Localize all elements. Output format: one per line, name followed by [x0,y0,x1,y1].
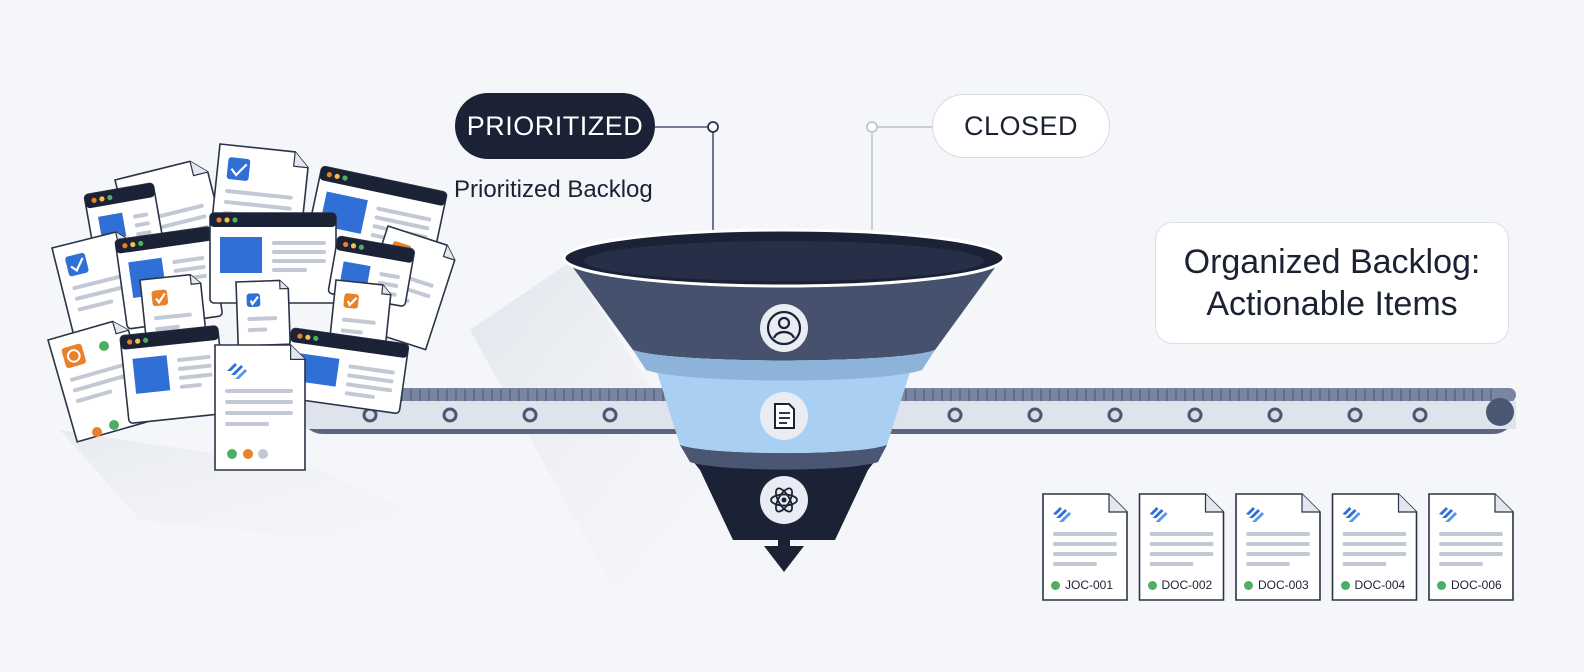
doc-id-label: JOC-001 [1051,577,1113,593]
jira-icon [1439,507,1457,522]
jira-icon [1053,507,1071,522]
status-dot [109,420,119,430]
backlog-document-card [235,279,292,347]
document-icon [760,392,808,440]
conveyor-roller [947,407,963,423]
jira-icon [1149,507,1168,522]
funnel [562,228,1006,572]
doc-id-label: DOC-002 [1147,577,1213,593]
organized-doc-card [1331,493,1418,601]
backlog-window-card [119,325,228,424]
organized-doc-card [1138,493,1225,601]
jira-icon [1246,507,1264,522]
doc-id-label: DOC-003 [1244,577,1309,593]
result-title-line1: Organized Backlog: [1183,243,1481,281]
output-arrow [764,546,804,572]
prioritized-stage-pill: PRIORITIZED [455,93,655,159]
status-dot [258,449,268,459]
pile-shadow [60,430,520,560]
conveyor-roller [1267,407,1283,423]
doc-id-text: JOC-001 [1065,578,1114,592]
organized-docs [1042,493,1514,601]
closed-connector [866,121,932,230]
status-dot [227,449,237,459]
organized-doc-card [1042,493,1128,601]
result-title-line2: Actionable Items [1206,285,1458,323]
organized-doc-card [1235,493,1321,601]
doc-id-label: DOC-004 [1340,577,1406,593]
conveyor-roller [1187,407,1203,423]
status-dot [1340,580,1350,590]
jira-icon [1342,507,1361,522]
doc-id-text: DOC-006 [1451,578,1502,592]
conveyor-roller [522,407,538,423]
status-dot [99,341,109,351]
prioritized-caption: Prioritized Backlog [454,176,653,203]
result-title-box: Organized Backlog: Actionable Items [1155,222,1509,344]
conveyor-roller [1027,407,1043,423]
status-dot [1244,580,1253,590]
conveyor-roller [1347,407,1363,423]
unsorted-backlog-pile [47,143,456,471]
conveyor-roller [1107,407,1123,423]
doc-id-text: DOC-003 [1258,578,1309,592]
status-dot [92,427,102,437]
doc-id-text: DOC-004 [1354,578,1406,592]
atom-icon [760,476,808,524]
conveyor-roller [602,407,618,423]
user-icon [760,304,808,352]
status-dot [1437,580,1446,590]
doc-id-label: DOC-006 [1437,577,1502,593]
status-dot [1051,580,1060,590]
doc-id-text: DOC-002 [1161,578,1213,592]
closed-stage-pill: CLOSED [932,94,1110,158]
status-dot [1147,580,1157,590]
prioritized-connector [655,121,719,230]
conveyor-belt [300,388,1516,434]
backlog-document-card [328,279,392,349]
status-dot [243,449,253,459]
backlog-document-card [214,344,306,471]
organized-doc-card [1428,493,1514,601]
backlog-window-card [281,327,410,415]
conveyor-roller [1412,407,1428,423]
conveyor-roller [442,407,458,423]
